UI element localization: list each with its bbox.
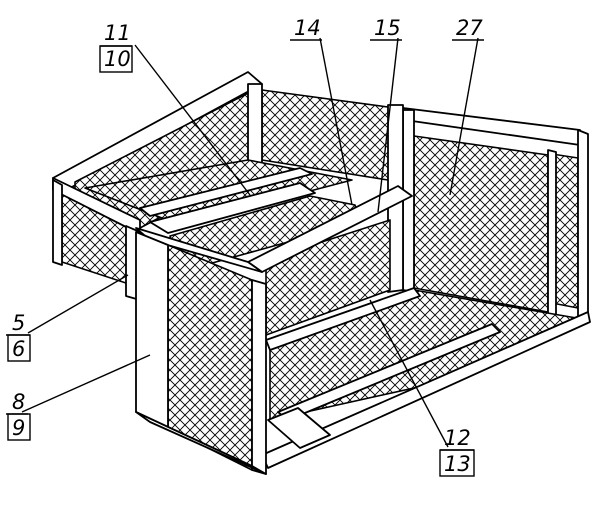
- leader-14: [319, 37, 353, 206]
- leader-12: [369, 299, 449, 448]
- label-8: 8: [12, 390, 25, 414]
- leader-11: [134, 44, 251, 196]
- label-9: 9: [12, 416, 25, 440]
- floor-diagonal-slat: [267, 407, 331, 449]
- leader-8: [21, 354, 151, 413]
- right-front-post: [547, 149, 557, 317]
- label-6-box: [7, 334, 31, 362]
- rear-left-post: [247, 83, 263, 166]
- label-15: 15: [374, 16, 401, 40]
- front-post-8: [135, 231, 169, 429]
- middle-beam-14: [149, 182, 316, 234]
- label-9-box: [7, 413, 31, 441]
- label-13: 13: [444, 452, 471, 476]
- right-corner-post: [577, 129, 589, 319]
- label-6: 6: [12, 337, 25, 361]
- label-27: 27: [456, 16, 483, 40]
- front-panel-bottom: [135, 411, 267, 475]
- floor-slat-11: [139, 167, 313, 217]
- left-front-post: [52, 179, 63, 266]
- label-13-box: [439, 449, 475, 477]
- leader-15: [377, 37, 399, 213]
- label-12: 12: [444, 426, 471, 450]
- label-11: 11: [104, 21, 131, 45]
- label-10-box: [99, 45, 133, 73]
- label-5: 5: [12, 311, 25, 335]
- label-14: 14: [294, 16, 321, 40]
- front-post-right: [251, 279, 267, 475]
- side-wall-mesh-27: [413, 135, 549, 313]
- floor-rail-front: [265, 287, 421, 351]
- right-rear-post: [402, 109, 415, 293]
- leader-27: [449, 37, 479, 196]
- leader-5: [27, 274, 129, 334]
- label-10: 10: [104, 47, 131, 71]
